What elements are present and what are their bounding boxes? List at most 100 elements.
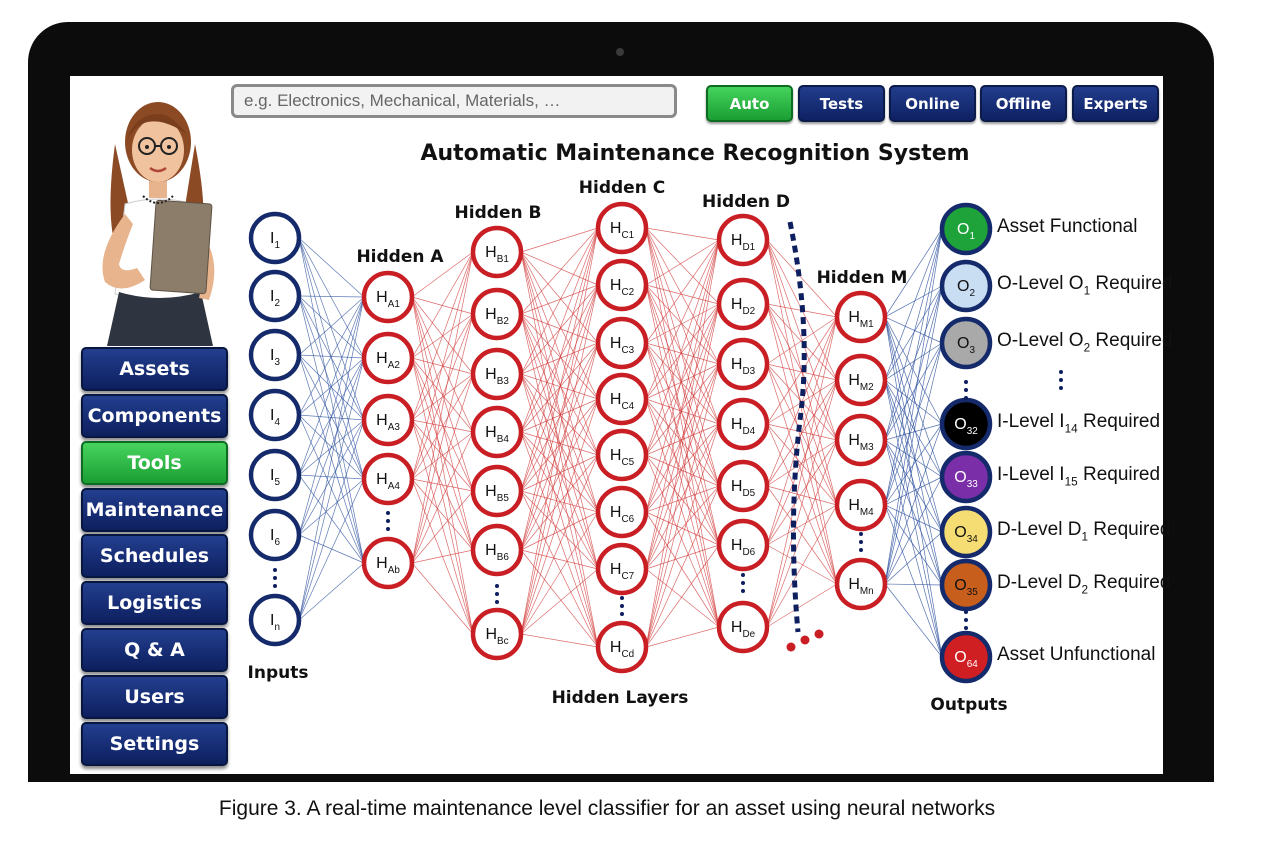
network-node [716,459,770,513]
ellipsis-dot [1059,370,1063,374]
edge [766,316,838,365]
edge [520,398,599,433]
edge [298,295,365,298]
network-node [716,277,770,331]
node-label: HB5 [485,483,509,504]
sidebar-assets-button[interactable]: Assets [81,347,228,391]
edge [298,414,365,421]
network-node [361,270,415,324]
output-node-label: O32 [954,416,978,437]
node-label: HM1 [848,309,874,330]
node-label: HD5 [731,478,756,499]
edge [884,423,943,585]
edge [884,342,943,506]
edge [645,239,720,344]
node-label: HC7 [610,561,635,582]
edge [411,251,474,564]
network-node [595,316,649,370]
edge [645,342,720,365]
edge [645,363,720,648]
sidebar-users-button[interactable]: Users [81,675,228,719]
node-label: HB4 [485,424,509,445]
tests-button[interactable]: Tests [798,85,885,122]
sidebar-qa-button[interactable]: Q & A [81,628,228,672]
node-label: HD3 [731,356,756,377]
edge [520,251,599,456]
edge [298,357,365,621]
ellipsis-dot [964,626,968,630]
edge [520,568,599,635]
edge [520,251,599,648]
edge [411,562,474,635]
edge [645,342,720,487]
experts-button[interactable]: Experts [1072,85,1159,122]
edge [298,237,365,564]
edge [520,549,599,570]
edge [520,227,599,315]
edge [645,423,720,570]
edge [766,316,838,628]
sidebar-tools-button[interactable]: Tools [81,441,228,485]
node-label: I5 [270,467,280,488]
search-input[interactable] [231,84,677,118]
sidebar-schedules-button[interactable]: Schedules [81,534,228,578]
edge [520,490,599,648]
ellipsis-dot [964,610,968,614]
network-node [595,428,649,482]
network-edges [298,227,943,658]
edge [645,227,720,487]
network-node [834,413,888,467]
output-class-label: I-Level I15 Required [997,464,1160,489]
network-node [361,331,415,385]
edge [766,316,838,546]
edge [766,379,838,628]
edge [411,296,474,551]
ellipsis-dot [386,527,390,531]
sidebar-components-button[interactable]: Components [81,394,228,438]
edge [520,227,599,433]
sidebar-logistics-button[interactable]: Logistics [81,581,228,625]
output-class-label: D-Level D2 Required [997,572,1170,597]
auto-button[interactable]: Auto [706,85,793,122]
ellipsis-dot [620,612,624,616]
edge [520,398,599,492]
ellipsis-dot [964,388,968,392]
diagram-title: Automatic Maintenance Recognition System [420,141,969,166]
online-button[interactable]: Online [889,85,976,122]
edge [645,544,720,648]
layer-label: Hidden M [817,268,908,288]
edge [645,239,720,570]
edge [298,478,365,621]
layer-label: Hidden D [702,192,790,212]
edge [766,439,838,546]
edge [520,284,599,551]
edge [520,398,599,551]
network-node [248,211,302,265]
edge [766,504,838,546]
edge [645,454,720,628]
edge [766,239,838,318]
edge [520,251,599,400]
edge [766,379,838,546]
edge [645,227,720,425]
ellipsis-dot [859,540,863,544]
edge [411,296,474,492]
output-class-label: Asset Functional [997,216,1137,237]
edge [520,398,599,635]
output-node [939,316,993,370]
sidebar-settings-button[interactable]: Settings [81,722,228,766]
edge [645,511,720,546]
edge [884,439,943,533]
node-label: I1 [270,230,280,251]
edge [884,285,943,381]
sidebar-maintenance-button[interactable]: Maintenance [81,488,228,532]
layer-label: Hidden C [579,178,665,198]
node-label: HB3 [485,366,509,387]
network-node [248,508,302,562]
ellipsis-dot [1059,378,1063,382]
edge [884,342,943,441]
ellipsis-dot [273,584,277,588]
offline-button[interactable]: Offline [980,85,1067,122]
edge [645,303,720,513]
